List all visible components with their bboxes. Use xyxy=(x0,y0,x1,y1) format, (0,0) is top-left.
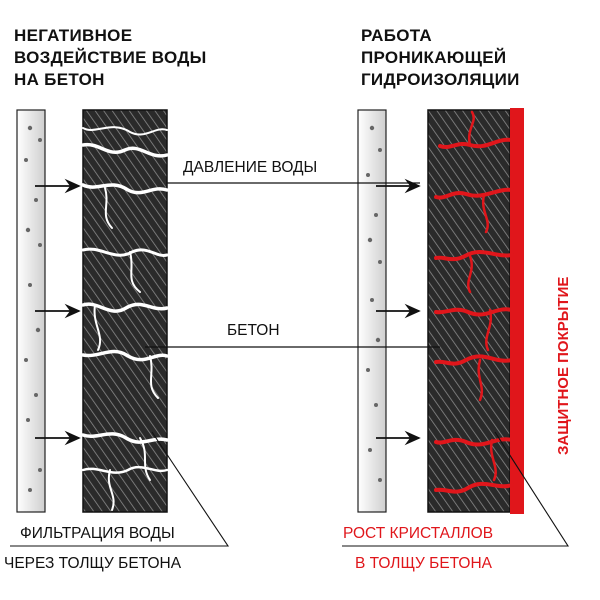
left-pressure-arrows xyxy=(35,178,81,446)
left-panel xyxy=(16,109,169,513)
crystal-caption-line1: РОСТ КРИСТАЛЛОВ xyxy=(343,525,494,542)
left-water-cracks xyxy=(81,126,169,511)
protective-coating-label: ЗАЩИТНОЕ ПОКРЫТИЕ xyxy=(555,276,572,455)
left-concrete-slab xyxy=(82,109,168,513)
filtration-leader-line xyxy=(10,431,230,547)
protective-coating-layer xyxy=(510,108,524,514)
filtration-caption-line2: ЧЕРЕЗ ТОЛЩУ БЕТОНА xyxy=(4,555,182,572)
right-panel-title: РАБОТА ПРОНИКАЮЩЕЙ ГИДРОИЗОЛЯЦИИ xyxy=(361,26,520,89)
filtration-caption-line1: ФИЛЬТРАЦИЯ ВОДЫ xyxy=(20,525,175,542)
right-water-droplets xyxy=(366,125,382,482)
concrete-label: БЕТОН xyxy=(227,322,280,339)
crystal-caption-line2: В ТОЛЩУ БЕТОНА xyxy=(355,555,493,572)
crystal-growth xyxy=(434,110,514,494)
right-panel xyxy=(357,108,524,514)
left-water-droplets xyxy=(24,125,42,492)
right-pressure-arrows xyxy=(376,178,421,446)
left-panel-title: НЕГАТИВНОЕ ВОЗДЕЙСТВИЕ ВОДЫ НА БЕТОН xyxy=(14,26,207,89)
water-pressure-label: ДАВЛЕНИЕ ВОДЫ xyxy=(183,159,318,176)
crystal-leader-line xyxy=(342,431,570,547)
